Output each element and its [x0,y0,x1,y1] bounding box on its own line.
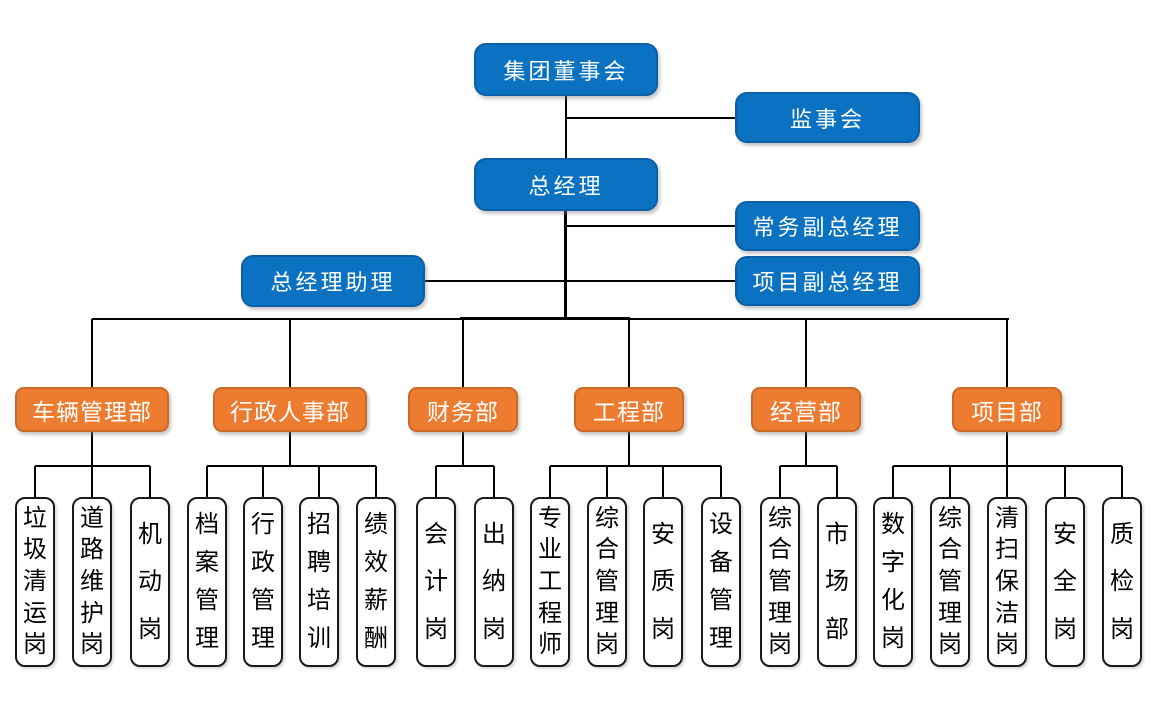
connector-line [436,465,494,467]
position-cleaning: 清扫保洁岗 [987,497,1027,667]
position-general-management-ops: 综合管理岗 [760,497,800,667]
connector-line [836,466,838,497]
connector-line [91,319,93,387]
connector-line [1006,432,1008,466]
connector-line [318,466,320,497]
connector-line [662,466,664,497]
connector-line [1064,466,1066,497]
dept-finance: 财务部 [408,387,518,432]
node-executive-deputy-gm: 常务副总经理 [735,201,920,251]
dept-operations: 经营部 [751,387,861,432]
connector-line [1121,466,1123,497]
connector-line [550,465,721,467]
node-general-manager: 总经理 [474,158,658,211]
connector-line [493,466,495,497]
position-digitalization: 数字化岗 [873,497,913,667]
connector-line [720,466,722,497]
position-recruit-training: 招聘培训 [299,497,339,667]
connector-line [34,466,36,497]
position-garbage-collection: 垃圾清运岗 [15,497,55,667]
connector-line [949,466,951,497]
position-market-dept: 市场部 [817,497,857,667]
dept-vehicle-management: 车辆管理部 [15,387,169,432]
connector-line [262,466,264,497]
connector-line [91,432,93,466]
position-general-management-proj: 综合管理岗 [930,497,970,667]
connector-line [149,466,151,497]
connector-line [606,466,608,497]
position-safety-quality: 安质岗 [643,497,683,667]
connector-line [1006,466,1008,497]
connector-line [289,432,291,466]
node-project-deputy-gm: 项目副总经理 [735,256,920,306]
connector-line [462,319,464,387]
connector-line [207,465,376,467]
connector-line [628,319,630,387]
node-supervisory-board: 监事会 [735,92,920,143]
position-mobile-duty: 机动岗 [130,497,170,667]
connector-line [892,466,894,497]
connector-line [462,432,464,466]
node-board-of-directors: 集团董事会 [474,43,658,96]
connector-line [435,466,437,497]
connector-line [566,225,735,227]
connector-line [565,96,567,158]
position-cashier: 出纳岗 [474,497,514,667]
position-accountant: 会计岗 [416,497,456,667]
dept-admin-hr: 行政人事部 [213,387,367,432]
connector-line [566,280,735,282]
connector-line [780,465,837,467]
position-general-management-eng: 综合管理岗 [587,497,627,667]
connector-line [805,319,807,387]
connector-line [206,466,208,497]
connector-line [425,280,566,282]
connector-line [1006,319,1008,387]
connector-line [549,466,551,497]
dept-project: 项目部 [952,387,1062,432]
connector-line [289,319,291,387]
dept-engineering: 工程部 [574,387,684,432]
position-archives-management: 档案管理 [187,497,227,667]
connector-line [460,317,630,320]
connector-line [564,210,567,320]
connector-line [566,117,735,119]
node-gm-assistant: 总经理助理 [241,255,425,307]
position-admin-management: 行政管理 [243,497,283,667]
position-performance-payroll: 绩效薪酬 [356,497,396,667]
position-road-maintenance: 道路维护岗 [72,497,112,667]
connector-line [375,466,377,497]
position-safety: 安全岗 [1045,497,1085,667]
connector-line [779,466,781,497]
position-professional-engineer: 专业工程师 [530,497,570,667]
connector-line [628,432,630,466]
connector-line [91,466,93,497]
connector-line [805,432,807,466]
position-quality-inspection: 质检岗 [1102,497,1142,667]
position-equipment-management: 设备管理 [701,497,741,667]
